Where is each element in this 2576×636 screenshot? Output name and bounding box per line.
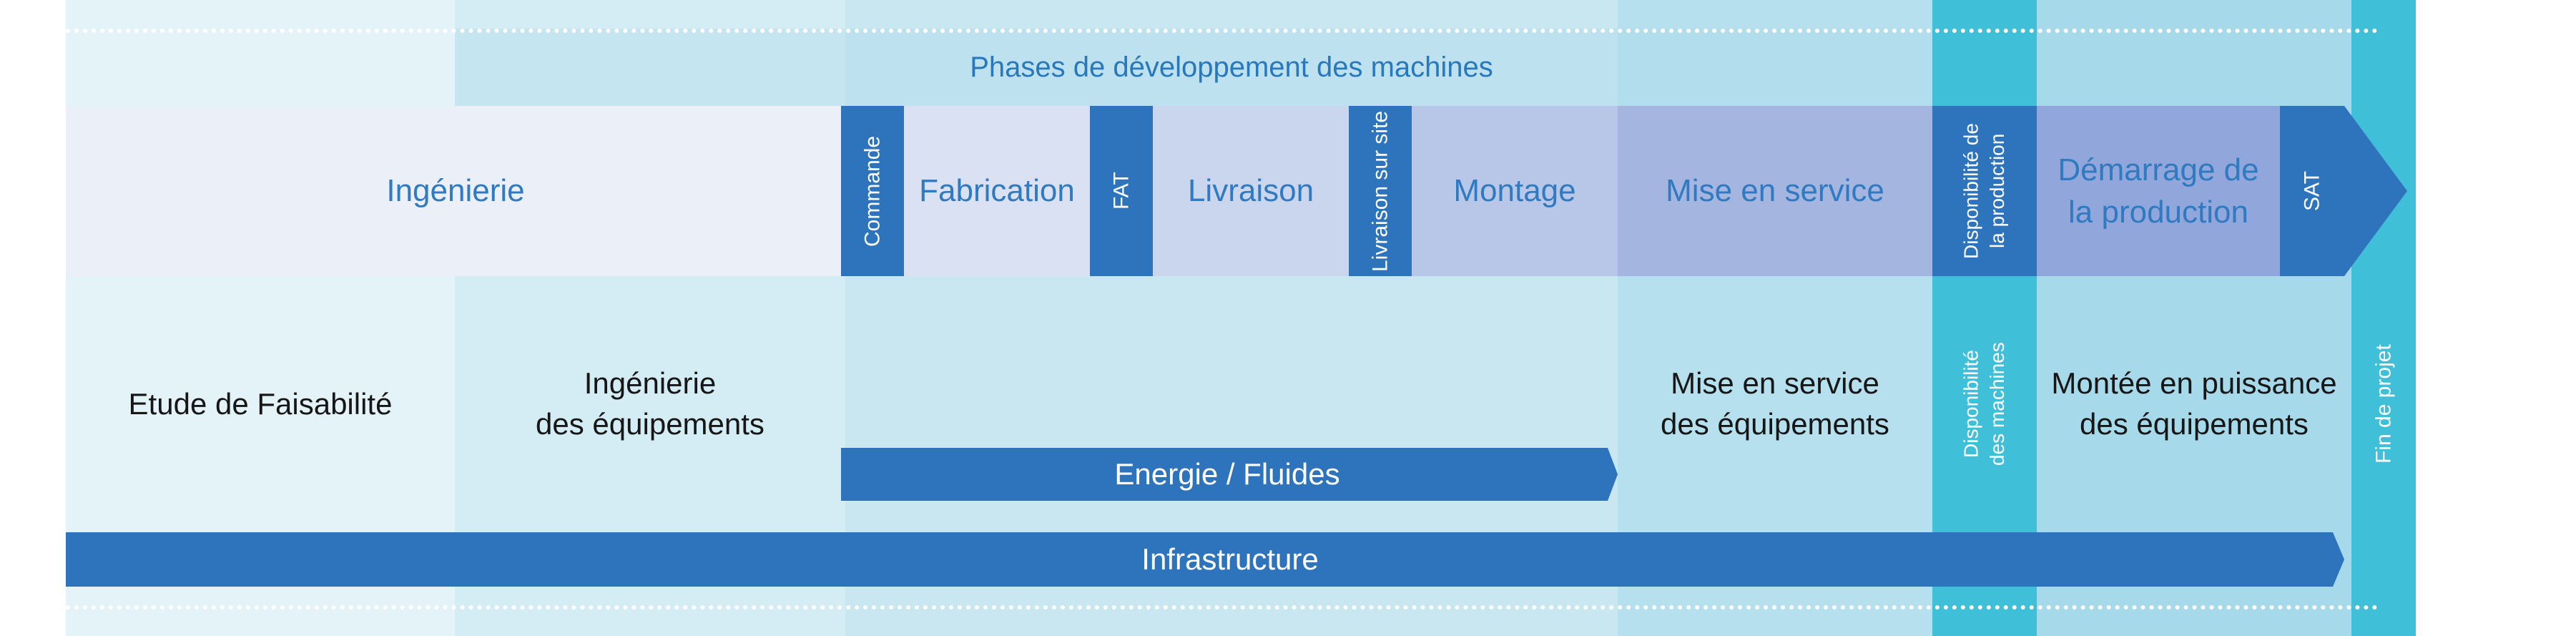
activity-disponibilite-machines-label: Disponibilité des machines (1960, 342, 2008, 466)
bottom-dotted-line (66, 605, 2379, 610)
phase-commande-label: Commande (860, 135, 885, 247)
infrastructure-label: Infrastructure (1141, 542, 1319, 576)
phase-fat-label: FAT (1109, 172, 1134, 210)
phase-livraison-site-label: Livraison sur site (1368, 110, 1392, 272)
header-strip (455, 29, 1932, 106)
header-title: Phases de développement des machines (970, 52, 1493, 83)
sat-arrow (2280, 106, 2407, 276)
phase-fat (1090, 106, 1153, 276)
phase-ingenierie (66, 106, 845, 276)
phase-disponibilite-production-label: Disponibilité de la production (1960, 123, 2008, 259)
phase-disponibilite-production (1932, 106, 2037, 276)
phase-demarrage-production (2037, 106, 2280, 276)
top-dotted-line (66, 29, 2379, 33)
phase-mise-en-service-label: Mise en service (1666, 173, 1884, 209)
phase-livraison-label: Livraison (1187, 173, 1314, 209)
activity-etude-label: Etude de Faisabilité (128, 386, 393, 421)
phase-fabrication-label: Fabrication (919, 173, 1075, 209)
phase-livraison (1153, 106, 1349, 276)
energie-fluides-label: Energie / Fluides (1114, 456, 1340, 491)
phase-montage (1412, 106, 1618, 276)
infrastructure-arrow (66, 532, 2344, 587)
phase-demarrage-production-label: Démarrage de la production (2058, 152, 2259, 230)
activity-fin-projet-label: Fin de projet (2371, 344, 2396, 464)
energie-fluides-arrow (841, 448, 1618, 501)
phase-montage-label: Montage (1453, 173, 1576, 209)
phase-ingenierie-label: Ingénierie (386, 173, 525, 209)
column-fin-projet (2351, 0, 2416, 636)
phase-mise-en-service (1618, 106, 1932, 276)
activity-ingenierie-equipements-label: Ingénierie des équipements (536, 366, 765, 441)
phase-livraison-site (1349, 106, 1412, 276)
phase-sat-label: SAT (2300, 170, 2324, 212)
activity-montee-puissance-label: Montée en puissance des équipements (2051, 366, 2337, 441)
phase-commande (841, 106, 904, 276)
activity-mise-en-service-label: Mise en service des équipements (1661, 366, 1889, 441)
phase-fabrication (904, 106, 1090, 276)
